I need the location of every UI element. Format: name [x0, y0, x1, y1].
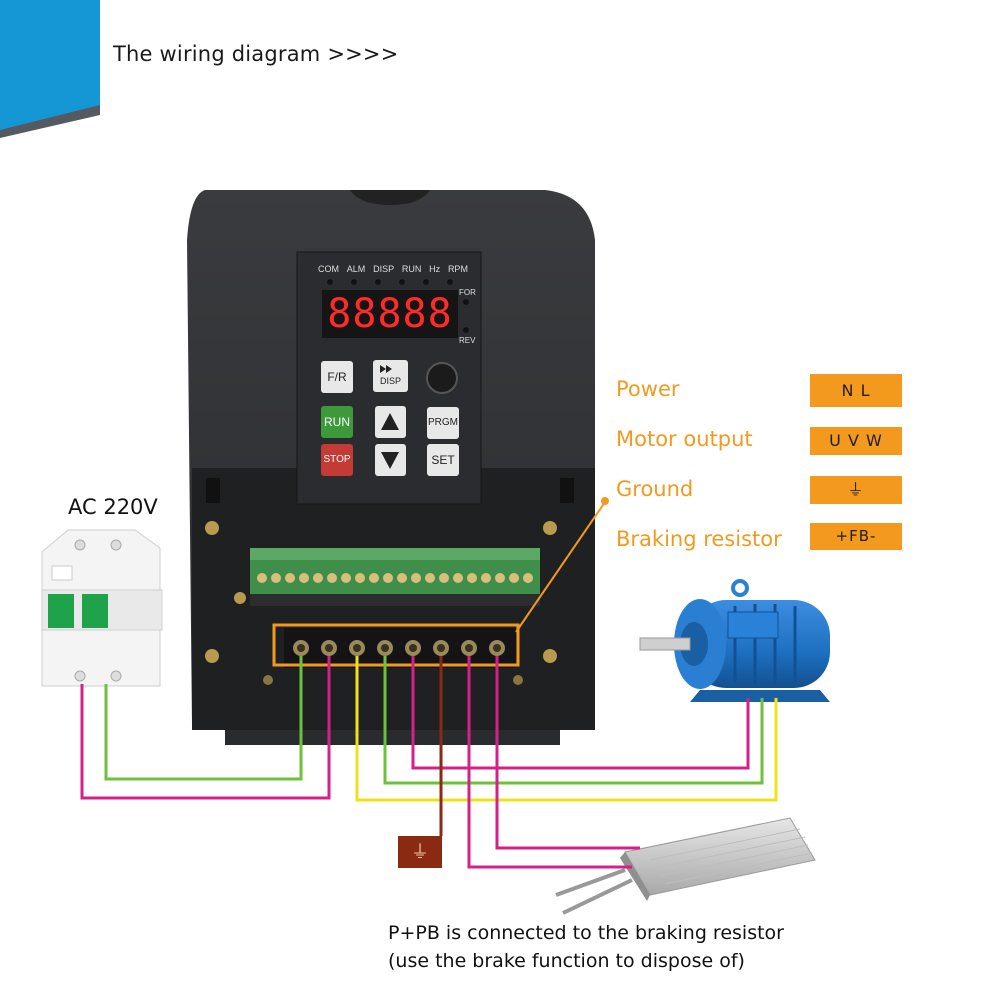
- screw: [205, 521, 219, 535]
- rev-label: REV: [459, 336, 476, 345]
- resistor-lead-1: [555, 868, 626, 897]
- inverter-top-notch: [350, 190, 430, 205]
- ground-icon: ⏚: [411, 842, 429, 862]
- set-key-shape: [427, 444, 459, 476]
- indicator-alm: ALM: [346, 264, 366, 274]
- indicator-hz: Hz: [429, 264, 441, 274]
- breaker-screw-top: [74, 539, 86, 551]
- motor-front-boss: [680, 622, 708, 666]
- screw: [543, 521, 557, 535]
- control-terminal-top: [250, 548, 540, 560]
- stop-key[interactable]: STOP: [323, 454, 351, 465]
- resistor-body: [624, 817, 816, 896]
- note-line-2: (use the brake function to dispose of): [388, 950, 745, 972]
- set-key[interactable]: SET: [431, 453, 455, 467]
- callout-dot: [601, 497, 609, 505]
- wire-power-l: [80, 656, 331, 800]
- wire-power-n: [104, 656, 303, 781]
- wire-motor-u: [411, 656, 750, 770]
- screw: [543, 649, 557, 663]
- legend-brake-code: +FB-: [810, 523, 902, 550]
- motor: [639, 579, 830, 702]
- breaker-screw-top-2: [110, 539, 122, 551]
- ground-box: [398, 836, 442, 868]
- fr-key-shape: [321, 361, 353, 393]
- legend-power-label: Power: [616, 377, 680, 401]
- stop-key-shape: [321, 444, 353, 476]
- breaker-label-plate: [51, 565, 73, 581]
- led-display-value: 88888: [327, 291, 453, 337]
- indicator-com: COM: [318, 264, 339, 274]
- run-key-shape: [321, 406, 353, 438]
- for-label: FOR: [459, 288, 476, 297]
- screw: [513, 675, 523, 685]
- legend-brake-label: Braking resistor: [616, 527, 782, 551]
- control-terminal-labels-strip: [250, 594, 540, 606]
- disp-key[interactable]: DISP: [379, 376, 401, 386]
- fast-forward-icon: [380, 365, 386, 373]
- power-terminal-screws: [293, 640, 505, 656]
- wire-brake-p: [495, 656, 640, 850]
- up-arrow-icon: [381, 413, 399, 430]
- control-terminal-screws: [257, 573, 533, 583]
- legend-ground-label: Ground: [616, 477, 694, 501]
- wire-brake-pb: [467, 656, 632, 869]
- up-key[interactable]: [375, 406, 406, 438]
- circuit-breaker: [41, 529, 163, 687]
- braking-resistor: [555, 817, 816, 915]
- screw: [205, 649, 219, 663]
- header-blue-fold: [0, 15, 100, 130]
- breaker-voltage-label: AC 220V: [68, 495, 158, 519]
- resistor-ribs: [649, 828, 813, 885]
- legend-motor-code: U V W: [810, 427, 902, 455]
- indicator-rpm: RPM: [447, 264, 468, 274]
- wire-motor-w: [355, 656, 778, 802]
- legend-power-code: N L: [810, 374, 902, 407]
- speed-knob: [426, 362, 458, 394]
- fast-forward-icon-2: [386, 365, 392, 373]
- screw: [263, 675, 273, 685]
- wire-motor-v: [383, 656, 764, 785]
- motor-shaft: [639, 637, 691, 651]
- legend-ground-code: ⏚: [810, 476, 902, 504]
- led-display: [322, 290, 458, 338]
- indicator-label-row: COM ALM DISP RUN Hz RPM: [318, 264, 468, 274]
- indicator-run: RUN: [401, 264, 422, 274]
- resistor-side: [620, 852, 650, 901]
- prgm-key[interactable]: PRGM: [428, 417, 458, 428]
- wires: [80, 656, 778, 869]
- breaker-switch-right: [82, 594, 108, 628]
- legend-motor-label: Motor output: [616, 427, 753, 451]
- down-key[interactable]: [375, 444, 406, 476]
- note-line-1: P+PB is connected to the braking resisto…: [388, 922, 784, 944]
- vent-slot-right: [560, 478, 574, 503]
- breaker-switch-left: [48, 594, 74, 628]
- header-decoration: [0, 0, 100, 138]
- page-title: The wiring diagram >>>>: [113, 42, 399, 66]
- keypad-panel: [296, 251, 482, 505]
- prgm-key-shape: [427, 407, 459, 439]
- indicator-leds: [327, 279, 469, 333]
- breaker-screw-bottom-2: [110, 670, 122, 682]
- breaker-screw-bottom: [74, 670, 86, 682]
- vent-slot-left: [206, 478, 220, 503]
- resistor-lead-2: [562, 878, 633, 915]
- screw: [234, 592, 246, 604]
- motor-base: [690, 690, 830, 702]
- power-terminal-block: [284, 628, 516, 668]
- run-key[interactable]: RUN: [324, 415, 350, 429]
- down-arrow-icon: [381, 452, 399, 469]
- motor-lifting-eye: [731, 579, 749, 597]
- motor-terminal-box: [727, 611, 779, 639]
- callout-leader-line: [515, 501, 606, 633]
- power-terminal-highlight: [272, 623, 520, 667]
- fr-key[interactable]: F/R: [327, 370, 347, 384]
- indicator-disp: DISP: [373, 264, 395, 274]
